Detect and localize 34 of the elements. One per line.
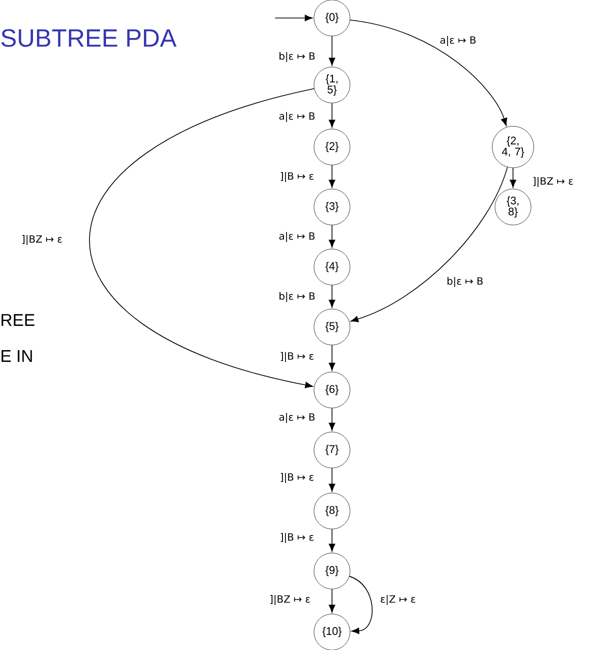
title: SUBTREE PDA (1, 29, 177, 47)
text-fragment: E IN (2, 350, 32, 362)
edge-label: a|ε ↦ B (278, 231, 316, 243)
arrow (349, 576, 373, 634)
arrow (350, 20, 508, 126)
edge-label: ]|B ↦ ε (278, 351, 316, 363)
edge-label: b|ε ↦ B (446, 276, 484, 288)
edge-label: ]|B ↦ ε (278, 532, 316, 544)
arrow (328, 528, 336, 552)
edge-label: a|ε ↦ B (278, 111, 316, 123)
arrow (328, 102, 336, 128)
arrow (328, 224, 336, 248)
edge-label: a|ε ↦ B (278, 412, 316, 424)
arrow (328, 588, 336, 613)
arrow (328, 36, 336, 66)
edge-label: ]|BZ ↦ ε (20, 234, 64, 246)
edge-label: b|ε ↦ B (278, 51, 316, 63)
edge-label: ]|B ↦ ε (278, 472, 316, 484)
edge-label: ]|BZ ↦ ε (268, 594, 312, 606)
edge-label: ]|B ↦ ε (278, 171, 316, 183)
edge-label: ]|BZ ↦ ε (531, 176, 575, 188)
arrow (328, 344, 336, 371)
edge-label: a|ε ↦ B (438, 35, 478, 47)
edge-label: ε|Z ↦ ε (379, 594, 417, 606)
arrow (350, 166, 508, 322)
text-fragment: REE (2, 314, 34, 326)
arrow (510, 168, 516, 188)
arrow (89, 88, 315, 388)
arrow (328, 408, 336, 431)
arrow (328, 164, 336, 188)
arrow (328, 468, 336, 492)
arrow (274, 14, 313, 22)
edge-label: b|ε ↦ B (278, 291, 316, 303)
arrow (328, 284, 336, 308)
